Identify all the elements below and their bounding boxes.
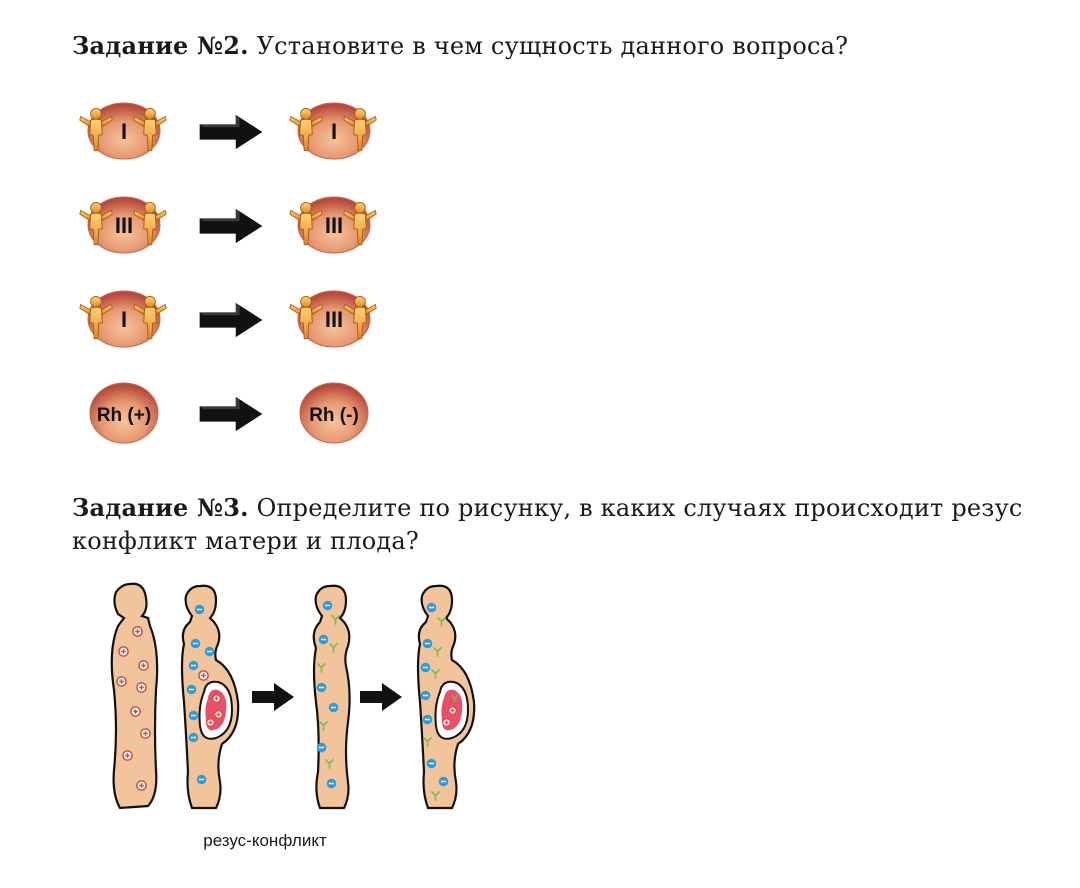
blood-cell-left-3: I	[79, 290, 167, 348]
blood-group-label: III	[115, 213, 133, 238]
blood-group-label: III	[325, 307, 343, 332]
pregnant-woman-with-antibodies	[416, 584, 476, 810]
task2-label: Задание №2.	[72, 31, 249, 60]
arrow-icon	[199, 114, 263, 150]
arrow-icon	[199, 208, 263, 244]
arrow-icon	[360, 683, 402, 711]
blood-cell-right-4: Rh (-)	[299, 382, 369, 444]
blood-group-label: I	[121, 307, 127, 332]
blood-group-label: I	[121, 119, 127, 144]
rh-conflict-figure: резус-конфликт	[110, 582, 476, 850]
task2-heading: Задание №2. Установите в чем сущность да…	[72, 29, 1052, 63]
arrow-icon	[199, 396, 263, 432]
blood-group-label: I	[331, 119, 337, 144]
rh-conflict-caption: резус-конфликт	[203, 831, 327, 850]
blood-cell-right-2: III	[289, 196, 377, 254]
task3-heading: Задание №3. Определите по рисунку, в как…	[72, 491, 1052, 558]
blood-cell-left-1: I	[79, 102, 167, 160]
task3-label: Задание №3.	[72, 493, 249, 522]
woman-silhouette-with-antibodies	[312, 584, 351, 810]
man-silhouette-rh-positive	[110, 582, 159, 810]
blood-group-label: Rh (+)	[97, 405, 151, 426]
blood-group-label: III	[325, 213, 343, 238]
arrow-icon	[252, 683, 294, 711]
task3-text: Определите по рисунку, в каких случаях п…	[72, 494, 1023, 555]
blood-cell-left-2: III	[79, 196, 167, 254]
blood-cell-right-1: I	[289, 102, 377, 160]
blood-cell-left-4: Rh (+)	[89, 382, 159, 444]
blood-cell-right-3: III	[289, 290, 377, 348]
blood-group-label: Rh (-)	[309, 405, 359, 426]
arrow-icon	[199, 302, 263, 338]
task2-text: Установите в чем сущность данного вопрос…	[256, 32, 849, 60]
pregnant-woman-silhouette	[180, 584, 240, 810]
